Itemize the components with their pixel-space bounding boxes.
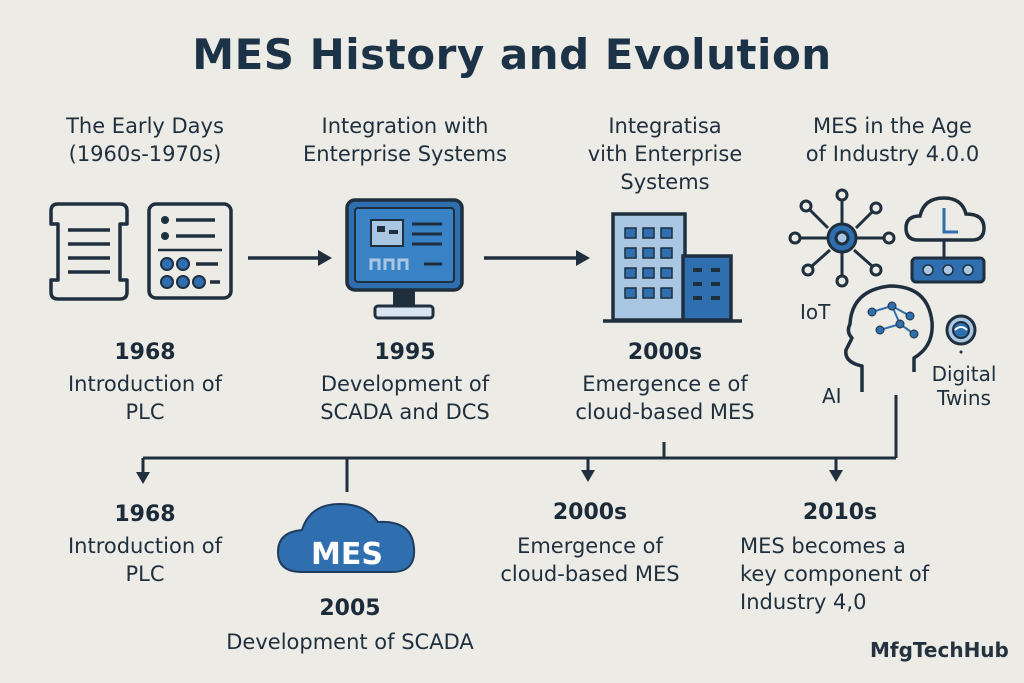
event-2000s-year: 2000s: [552, 500, 628, 525]
event-1968-desc: Introduction of PLC: [15, 532, 275, 588]
stage-3-heading: Integratisa vith Enterprise Systems: [540, 112, 790, 196]
event-2010s-year: 2010s: [802, 500, 878, 525]
monitor-icon: [345, 198, 464, 320]
mes-cloud-icon: MES: [276, 502, 416, 573]
iot-label: IoT: [800, 300, 831, 324]
timeline-arrow-2010s: [829, 458, 843, 482]
stage-1-desc-line: PLC: [125, 400, 165, 424]
stage-1-desc-line: Introduction of: [67, 372, 223, 396]
ai-head-icon: [844, 284, 934, 392]
stage-2-desc-line: SCADA and DCS: [320, 400, 490, 424]
event-2010s-desc-line: Industry 4,0: [740, 590, 867, 614]
mes-badge-text: MES: [311, 537, 383, 572]
event-1968-desc-line: Introduction of: [67, 534, 223, 558]
event-2000s-desc-line: Emergence of: [517, 534, 663, 558]
event-1968-year: 1968: [114, 502, 176, 527]
stage-4-heading: MES in the Age of Industry 4.0.0: [770, 112, 1015, 168]
event-2010s-desc: MES becomes a key component of Industry …: [740, 532, 980, 616]
event-2005-desc-line: Development of SCADA: [226, 630, 474, 654]
stage-3-heading-line: Systems: [620, 170, 710, 194]
stage-3-desc-line: cloud-based MES: [575, 400, 755, 424]
stage-2-heading-line: Integration with: [321, 114, 489, 138]
digital-twins-label-line: Twins: [937, 386, 991, 410]
cloud-server-icon: [904, 196, 986, 284]
stage-4-heading-line: MES in the Age: [813, 114, 972, 138]
brand-logo-text: MfgTechHub: [870, 638, 1009, 662]
stage-3-desc: Emergence e of cloud-based MES: [535, 370, 795, 426]
stage-1-heading: The Early Days (1960s-1970s): [20, 112, 270, 168]
timeline-arrow-2000s: [581, 458, 595, 482]
stage-1-year: 1968: [114, 340, 176, 365]
digital-twins-label-line: Digital: [931, 362, 997, 386]
digital-twins-label: Digital Twins: [922, 362, 1006, 410]
page-title: MES History and Evolution: [192, 30, 832, 79]
timeline-arrow-1968: [136, 458, 150, 484]
stage-4-heading-line: of Industry 4.0.0: [805, 142, 980, 166]
arrow-right-icon: [484, 250, 590, 266]
iot-network-icon: [788, 188, 896, 288]
stage-2-desc-line: Development of: [320, 372, 490, 396]
ai-label: AI: [822, 384, 842, 408]
event-2000s-desc: Emergence of cloud-based MES: [455, 532, 725, 588]
stage-2-heading: Integration with Enterprise Systems: [280, 112, 530, 168]
stage-2-heading-line: Enterprise Systems: [303, 142, 507, 166]
event-2000s-desc-line: cloud-based MES: [500, 562, 680, 586]
digital-twin-icon: [945, 314, 977, 354]
event-2005-year: 2005: [319, 596, 381, 621]
event-2010s-desc-line: MES becomes a: [740, 534, 906, 558]
stage-3-desc-line: Emergence e of: [582, 372, 748, 396]
stage-3-heading-line: vith Enterprise: [587, 142, 743, 166]
document-icon: [49, 202, 129, 301]
stage-1-desc: Introduction of PLC: [15, 370, 275, 426]
event-2005-desc: Development of SCADA: [190, 628, 510, 656]
building-icon: [603, 212, 742, 323]
stage-1-heading-line: The Early Days: [66, 114, 224, 138]
event-1968-desc-line: PLC: [125, 562, 165, 586]
arrow-right-icon: [248, 250, 332, 266]
stage-2-desc: Development of SCADA and DCS: [275, 370, 535, 426]
control-panel-icon: [147, 202, 233, 300]
stage-3-year: 2000s: [627, 340, 703, 365]
stage-2-year: 1995: [374, 340, 436, 365]
timeline-axis: [143, 395, 898, 460]
stage-1-heading-line: (1960s-1970s): [68, 142, 222, 166]
stage-3-heading-line: Integratisa: [608, 114, 722, 138]
event-2010s-desc-line: key component of: [740, 562, 930, 586]
